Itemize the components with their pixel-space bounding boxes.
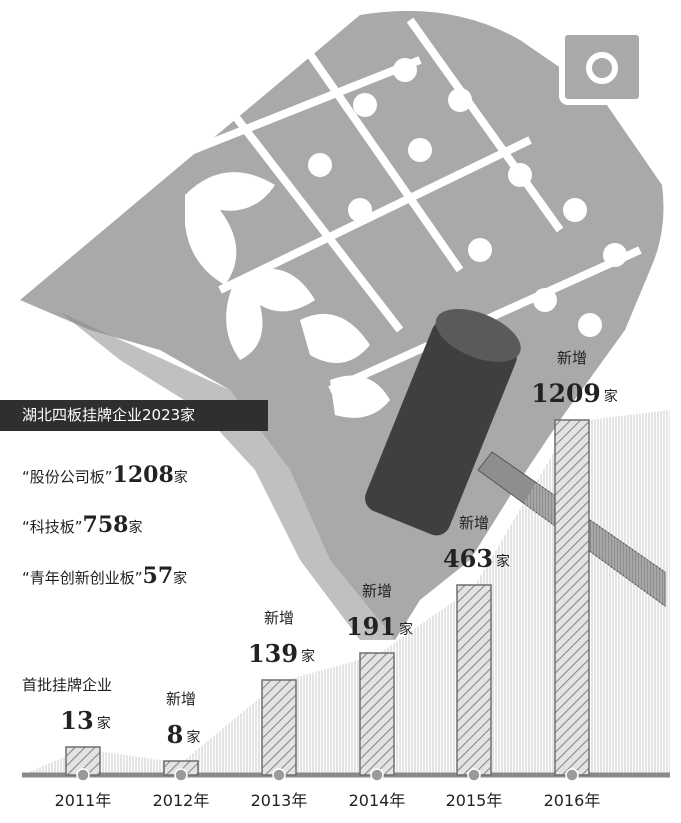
board-stat-tech: “科技板”758家 [22, 512, 142, 538]
bar-caption: 首批挂牌企业 [22, 676, 112, 694]
bar-4 [456, 584, 492, 776]
bar-marker-3 [370, 768, 384, 782]
board-count: 1208 [112, 462, 174, 488]
x-tick-label: 2013年 [251, 791, 308, 810]
headline-banner: 湖北四板挂牌企业2023家 [0, 400, 268, 431]
bar-marker-5 [565, 768, 579, 782]
data-label: 8 [167, 720, 184, 749]
data-label-unit: 家 [97, 715, 111, 732]
data-label-unit: 家 [301, 648, 315, 665]
board-unit: 家 [173, 571, 188, 587]
x-tick-label: 2014年 [349, 791, 406, 810]
bar-3 [359, 652, 395, 776]
bar-caption: 新增 [459, 514, 489, 532]
data-label: 139 [248, 639, 298, 668]
board-count: 57 [142, 563, 174, 589]
bar-caption: 新增 [264, 609, 294, 627]
bar-marker-4 [467, 768, 481, 782]
board-name: “股份公司板” [22, 468, 113, 486]
board-name: “科技板” [22, 518, 83, 536]
board-unit: 家 [128, 520, 143, 536]
bar-5 [554, 419, 590, 776]
data-label-unit: 家 [604, 388, 618, 405]
data-label-unit: 家 [186, 729, 200, 746]
data-label-unit: 家 [399, 621, 413, 638]
growth-area-background [22, 410, 670, 775]
data-label: 191 [346, 612, 396, 641]
bar-caption: 新增 [166, 690, 196, 708]
bar-2 [261, 679, 297, 776]
data-label-unit: 家 [496, 553, 510, 570]
bar-caption: 新增 [557, 349, 587, 367]
bar-caption: 新增 [362, 582, 392, 600]
x-tick-label: 2012年 [153, 791, 210, 810]
bar-marker-1 [174, 768, 188, 782]
board-count: 758 [82, 512, 129, 538]
bar-marker-2 [272, 768, 286, 782]
board-stat-youth: “青年创新创业板”57家 [22, 563, 187, 589]
board-name: “青年创新创业板” [22, 569, 143, 587]
x-tick-label: 2015年 [446, 791, 503, 810]
bar-marker-0 [76, 768, 90, 782]
x-tick-label: 2011年 [55, 791, 112, 810]
data-label: 1209 [531, 379, 601, 408]
board-unit: 家 [173, 470, 188, 486]
data-label: 13 [60, 706, 93, 735]
data-label: 463 [443, 544, 493, 573]
headline-text: 湖北四板挂牌企业2023家 [22, 406, 196, 424]
x-tick-label: 2016年 [544, 791, 601, 810]
board-stat-shares: “股份公司板”1208家 [22, 462, 188, 488]
